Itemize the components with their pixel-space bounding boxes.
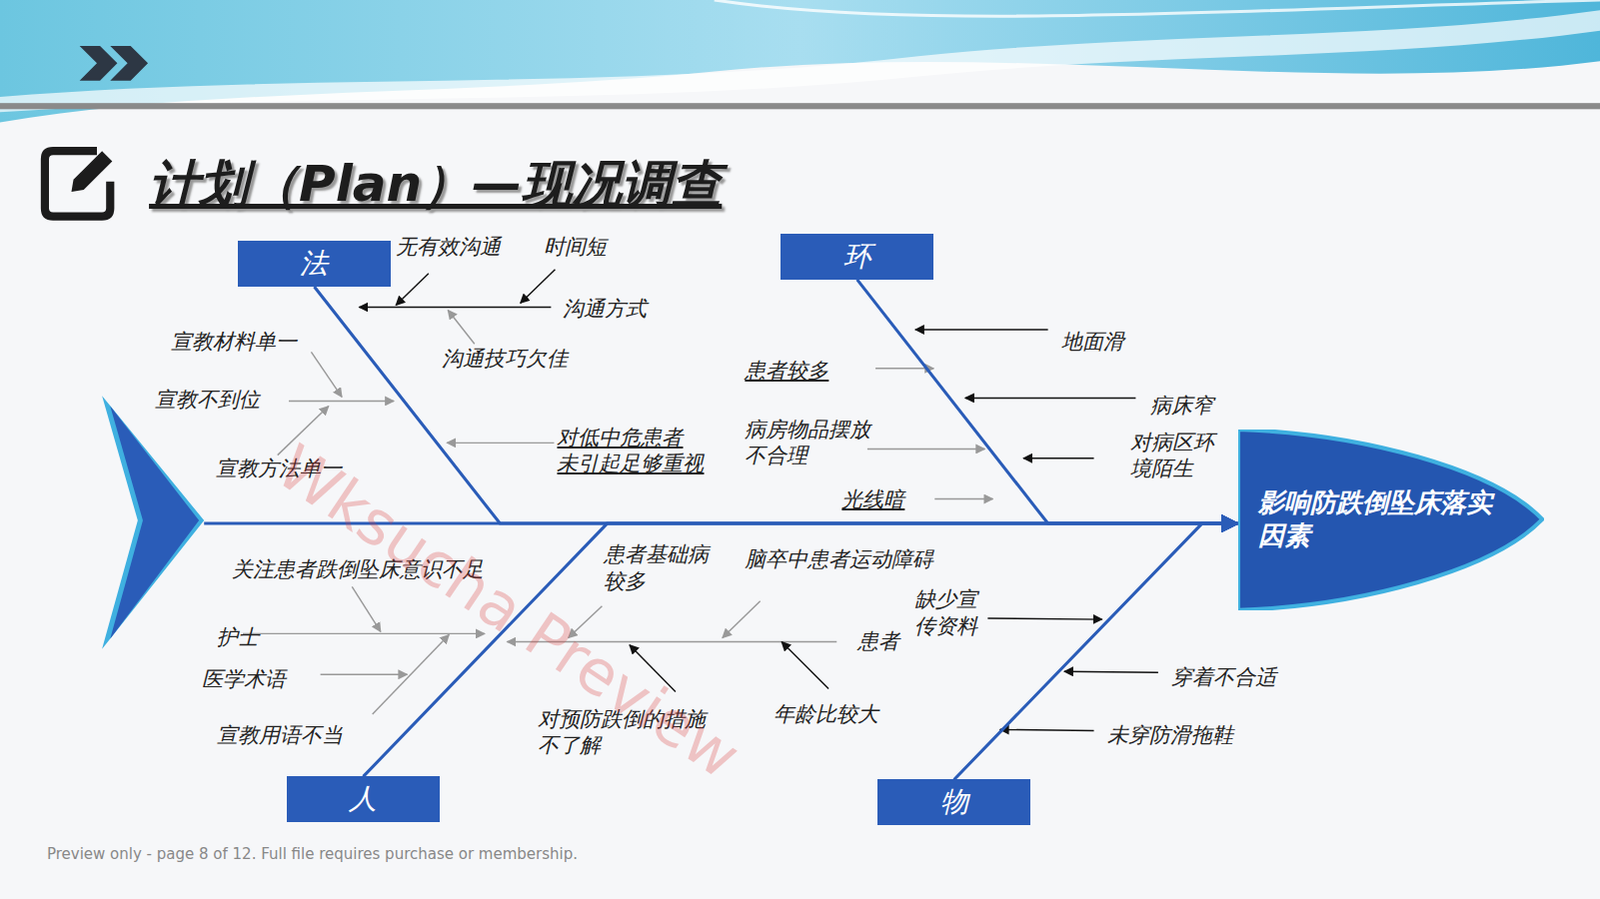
category-label: 物 <box>940 783 969 822</box>
cause-label: 未穿防滑拖鞋 <box>1107 722 1234 749</box>
cause-label: 宣教不到位 <box>154 386 260 413</box>
category-box: 法 <box>237 240 391 287</box>
fish-head-shape <box>1238 429 1545 611</box>
cause-label: 沟通技巧欠佳 <box>441 345 568 372</box>
cause-label: 病房物品摆放 不合理 <box>744 416 871 470</box>
cause-label: 缺少宣 传资料 <box>914 586 978 640</box>
cause-label: 年龄比较大 <box>773 701 879 728</box>
cause-label: 时间短 <box>543 233 607 260</box>
cause-label: 脑卒中患者运动障碍 <box>744 546 934 573</box>
category-box: 物 <box>877 779 1031 826</box>
category-label: 人 <box>348 780 377 819</box>
cause-label: 病床窄 <box>1150 392 1214 419</box>
cause-label: 对低中危患者 未引起足够重视 <box>556 424 704 478</box>
effect-text: 影响防跌倒坠床落实因素 <box>1258 486 1495 555</box>
cause-label: 医学术语 <box>201 666 286 693</box>
cause-label: 对病区环 境陌生 <box>1130 429 1215 483</box>
cause-label: 沟通方式 <box>562 295 647 322</box>
cause-label: 穿着不合适 <box>1171 664 1277 691</box>
fish-head: 影响防跌倒坠床落实因素 <box>1238 429 1545 611</box>
slide-title: 计划（Plan）—现况调查 <box>148 150 722 218</box>
cause-label: 无有效沟通 <box>395 233 501 260</box>
cause-label: 宣教用语不当 <box>216 722 343 749</box>
cause-label: 患者基础病 较多 <box>603 541 709 595</box>
category-box: 人 <box>286 776 440 823</box>
cause-label: 患者 <box>857 628 900 655</box>
bone-connector <box>313 286 1238 524</box>
cause-label: 患者较多 <box>744 357 829 384</box>
cause-label: 地面滑 <box>1061 328 1125 355</box>
footer-note: Preview only - page 8 of 12. Full file r… <box>46 845 578 865</box>
cause-label: 宣教材料单一 <box>170 328 297 355</box>
category-label: 法 <box>299 244 328 283</box>
cause-label: 护士 <box>216 624 259 651</box>
bone-connector <box>954 523 1239 780</box>
category-label: 环 <box>843 237 872 276</box>
bone-connector <box>857 279 1239 524</box>
category-box: 环 <box>780 233 934 280</box>
cause-label: 光线暗 <box>841 486 905 513</box>
